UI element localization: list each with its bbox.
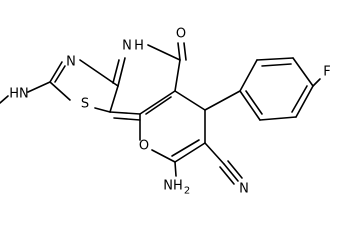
bond-layer xyxy=(0,42,321,185)
atom-h-ring: H xyxy=(134,39,144,54)
bond-c2-nh xyxy=(27,81,51,93)
atom-f-aryl: F xyxy=(323,65,330,80)
bond-c2-n3 xyxy=(49,61,63,83)
bond-ar1-ar2 xyxy=(239,59,258,92)
bond-c9b-c9a xyxy=(109,111,141,115)
bond-ar6-ar1 xyxy=(239,90,261,121)
structure-canvas: N N H O S HN O F NH 2 N xyxy=(0,26,331,197)
bond-c8-o xyxy=(151,149,176,163)
bond-c6-aryl xyxy=(204,90,241,111)
bond-c8-nh2 xyxy=(174,161,177,177)
bond-ar3-ar4 xyxy=(292,57,314,87)
bond-c3a-c9a xyxy=(109,85,119,113)
bond-cn-triple-2 xyxy=(227,160,243,179)
molecule-drawing: N N H O S HN O F NH 2 N xyxy=(0,27,331,197)
bond-ar5-ar6 xyxy=(259,116,297,121)
bond-c3a-nh xyxy=(117,57,126,87)
bond-ar6-ar1-double xyxy=(245,90,263,115)
bond-n3-c3a xyxy=(79,59,119,87)
bond-ar4-ar5-double xyxy=(291,85,308,113)
bond-cn-triple-1 xyxy=(223,163,239,182)
atom-o-carbonyl: O xyxy=(176,27,186,42)
atom-n-imine: N xyxy=(66,55,76,70)
bond-c5a-c9b-double xyxy=(145,96,172,115)
bond-cn-triple-3 xyxy=(219,166,235,185)
bond-c3a-nh-double xyxy=(112,59,120,84)
atom-label-layer: N N H O S HN O F NH 2 N xyxy=(9,27,330,197)
bond-c5-o-double xyxy=(183,42,187,61)
bond-nh-methyl xyxy=(0,95,9,104)
atom-n-ring: N xyxy=(122,39,132,54)
bond-ar4-ar5 xyxy=(295,85,314,118)
atom-s-thiazole: S xyxy=(81,97,89,112)
atom-hn-methylamino: HN xyxy=(9,87,29,102)
bond-c9a-s xyxy=(94,107,111,113)
atom-nh2-subscript: 2 xyxy=(184,186,190,197)
bond-ar2-ar3 xyxy=(256,57,294,61)
bond-c9b-c9a-double xyxy=(113,117,141,121)
bond-c5a-c6 xyxy=(174,90,206,111)
bond-c7-c8 xyxy=(174,142,206,163)
atom-o-pyran: O xyxy=(139,139,149,154)
atom-nh2-n: NH xyxy=(163,179,183,194)
bond-nh-c5 xyxy=(147,44,181,61)
atom-n-nitrile: N xyxy=(239,182,249,197)
bond-c5a-c9b xyxy=(139,90,176,115)
bond-c5-c5a xyxy=(174,59,181,92)
bond-c7-c8-double xyxy=(171,139,200,157)
bond-c2-n3-double xyxy=(54,65,66,83)
bond-ar4-f xyxy=(312,78,321,87)
bond-c7-cn xyxy=(204,142,225,165)
bond-ar2-ar3-double xyxy=(261,63,292,67)
bond-c5-o xyxy=(177,42,181,61)
bond-s-c2 xyxy=(49,81,71,101)
